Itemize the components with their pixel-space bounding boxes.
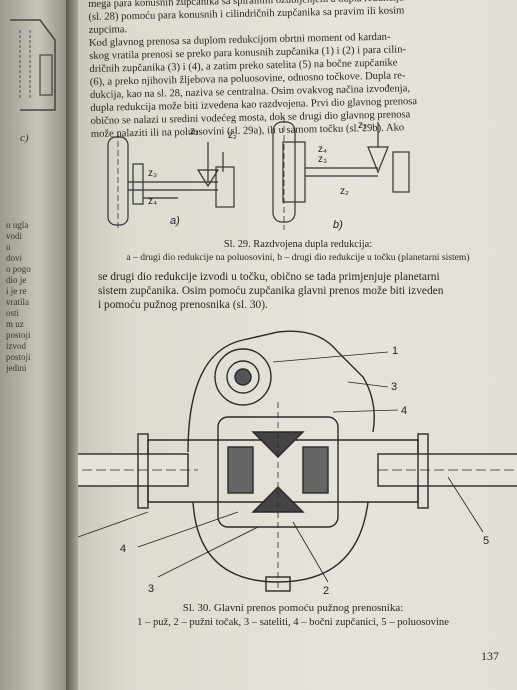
fig30-callout-4: 4 [401,405,407,417]
fig29-z2: z₂ [228,130,237,141]
fig29-z4: z₄ [148,196,157,207]
figure-29-drawing: z₁ z₂ z₃ z₄ a) z₄ z₃ z₂ z₁ b) [107,117,410,231]
fig29b-z3: z₃ [318,154,327,165]
fig30-callout-3: 3 [391,381,397,393]
figure-30-drawing: 1 3 4 5 5 4 3 2 [78,330,517,597]
left-page-edge: c) u ugla vodi u dovi o pogo dio je i je… [0,0,70,690]
left-figure-label: c) [20,132,29,144]
fig30-callout-2: 2 [323,585,329,597]
fig29b-z2: z₂ [340,186,349,197]
figure-29-caption: Sl. 29. Razdvojena dupla redukcija: a – … [98,239,498,263]
fig29-label-a: a) [170,215,180,227]
fig29b-z1: z₁ [358,120,367,131]
fig29b-z4: z₄ [318,144,327,155]
figure-29-caption-title: Sl. 29. Razdvojena dupla redukcija: [223,239,373,250]
book-spine [66,0,80,690]
left-page-figure [10,19,56,111]
page-number: 137 [481,649,499,663]
figure-29-caption-detail: a – drugi dio redukcije na poluosovini, … [126,252,470,263]
fig30-callout-1: 1 [392,345,398,357]
fig29-z1: z₁ [190,126,199,137]
left-page-text: u ugla vodi u dovi o pogo dio je i je re… [6,220,31,373]
fig30-callout-5-right: 5 [483,535,489,547]
middle-paragraph: se drugi dio redukcije izvodi u točku, o… [98,271,444,311]
fig29-label-b: b) [333,219,343,231]
figure-30-caption-title: Sl. 30. Glavni prenos pomoću pužnog pren… [182,602,404,614]
fig30-callout-4-bottom: 4 [120,543,126,555]
fig30-callout-3-bottom: 3 [148,583,154,595]
figure-30-caption: Sl. 30. Glavni prenos pomoću pužnog pren… [78,602,508,628]
figure-30-caption-detail: 1 – puž, 2 – pužni točak, 3 – sateliti, … [137,617,449,628]
fig29-z3: z₃ [148,168,157,179]
book-page: mega para konusnih zupčanika sa spiralni… [78,0,517,690]
